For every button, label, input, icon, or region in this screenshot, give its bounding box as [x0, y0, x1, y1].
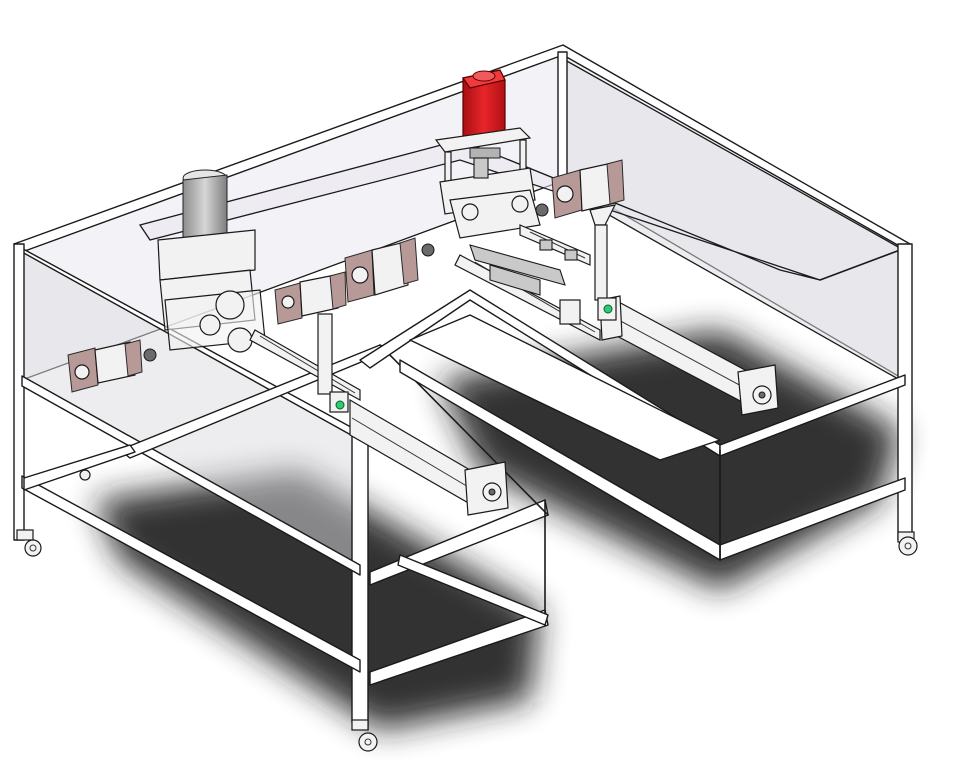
sensor-icon [597, 297, 617, 321]
left-press-assembly [159, 269, 266, 353]
wheel-icon [79, 469, 91, 481]
wheel-icon [16, 529, 42, 557]
frame-table [13, 44, 913, 731]
horizontal-air-cylinders [67, 159, 779, 516]
wheel-icon [351, 719, 378, 752]
cylinder-icon [274, 271, 347, 395]
wheel-icon [897, 531, 918, 556]
green-sensors [329, 297, 617, 413]
cylinder-icon [344, 237, 435, 303]
cylinder-icon [535, 159, 625, 301]
gray-vertical-cylinder [157, 169, 256, 281]
cylinder-icon [349, 398, 509, 516]
sensor-icon [329, 391, 349, 413]
motor-mount [434, 127, 541, 239]
right-rail-assembly [519, 224, 591, 266]
caster-wheels [16, 469, 918, 752]
red-servo-motor [461, 69, 506, 159]
cylinder-icon [67, 339, 157, 393]
